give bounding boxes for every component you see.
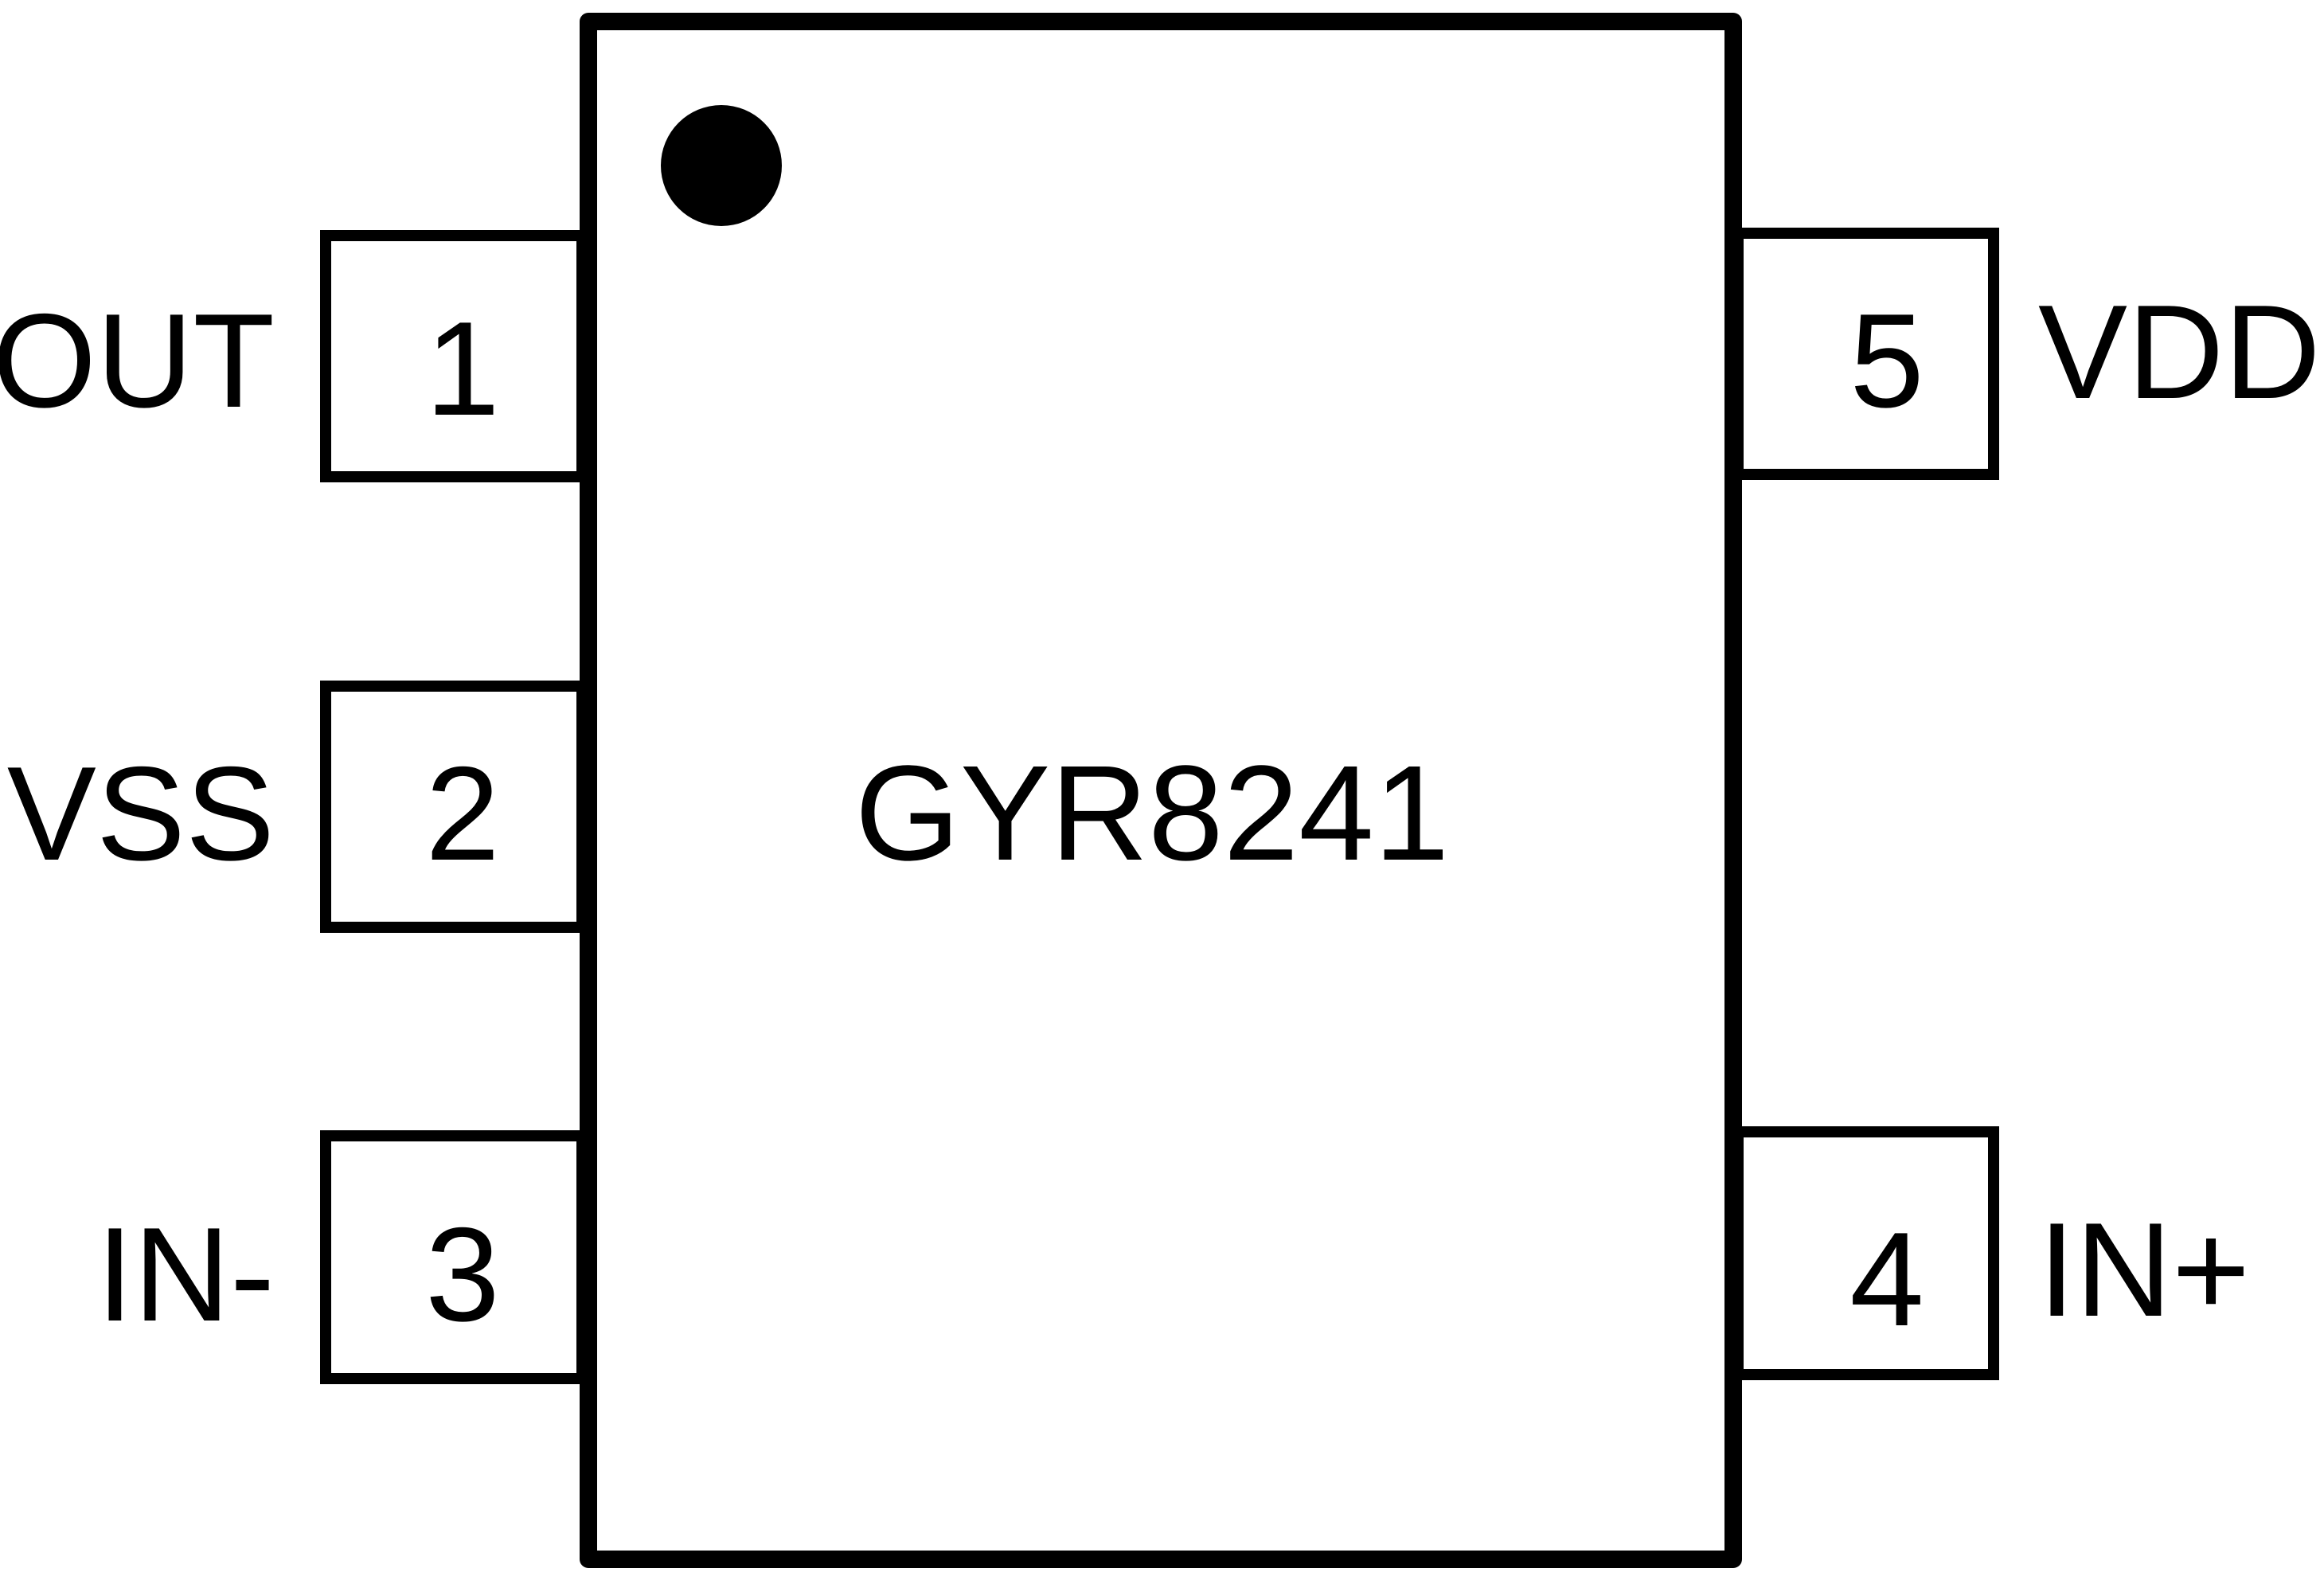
pin-1: 1 OUT [0, 230, 588, 482]
pin-5-number: 5 [1849, 286, 1924, 435]
pin-1-box [320, 230, 588, 482]
pin-3-box [320, 1130, 588, 1384]
pin-2-label: VSS [7, 739, 275, 888]
pin-3: 3 IN- [96, 1130, 588, 1384]
chip-name: GYR8241 [855, 738, 1450, 889]
chip-body [580, 13, 1742, 1568]
pin-3-number: 3 [425, 1200, 499, 1349]
pin-2-box [320, 681, 588, 933]
pin-2-number: 2 [425, 739, 499, 888]
pin-5-label: VDD [2038, 277, 2321, 427]
pin-5-box [1732, 228, 1999, 480]
pin-4-box [1732, 1126, 1999, 1380]
pin-4-number: 4 [1849, 1204, 1924, 1354]
pin-5: 5 VDD [1732, 228, 2321, 480]
pin-2: 2 VSS [7, 681, 588, 933]
pin1-dot-icon [661, 105, 782, 226]
pin-1-label: OUT [0, 286, 275, 435]
pin-3-label: IN- [96, 1200, 275, 1349]
pin-4-label: IN+ [2038, 1195, 2250, 1344]
pin-1-number: 1 [425, 294, 499, 443]
pin-4: 4 IN+ [1732, 1126, 2250, 1380]
